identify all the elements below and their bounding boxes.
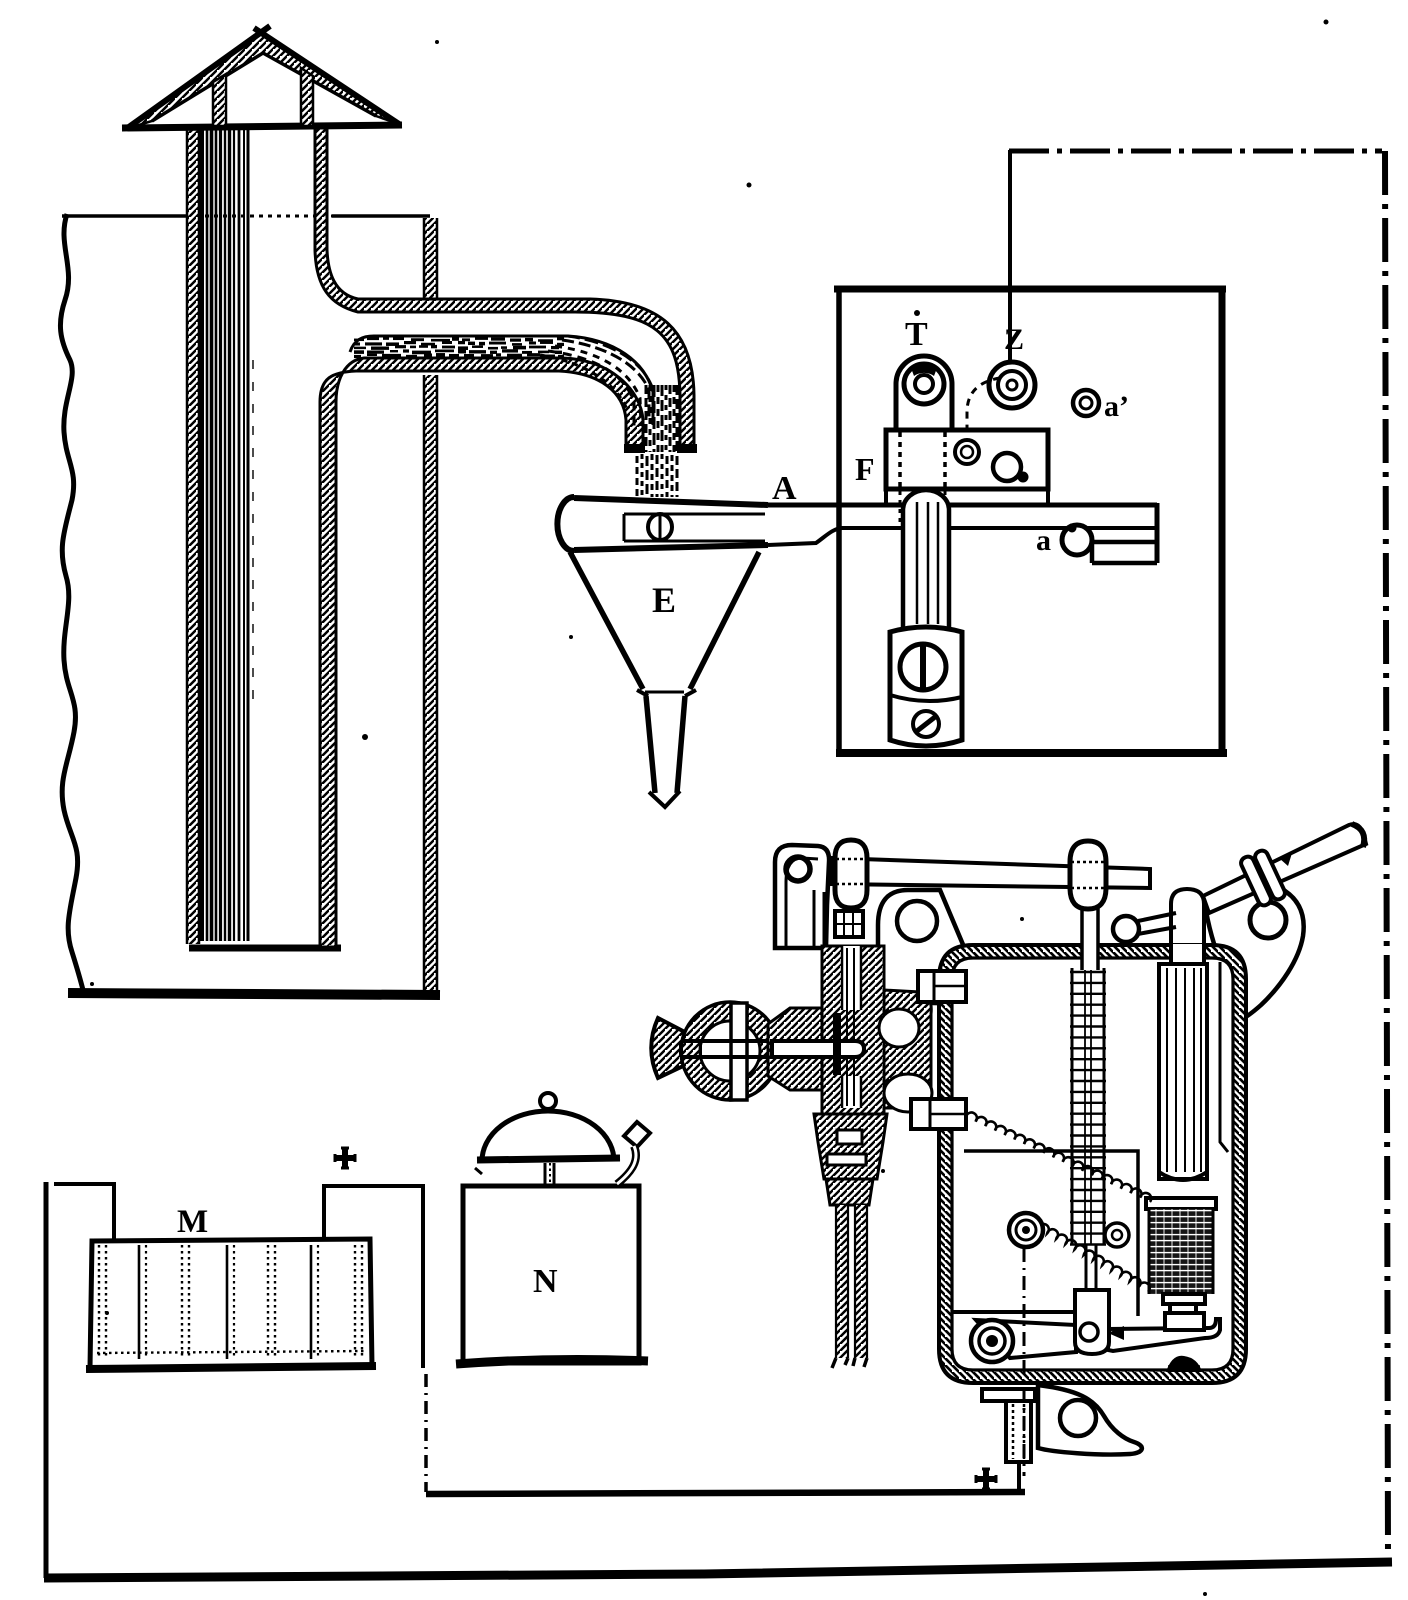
svg-text:M: M [177, 1204, 208, 1240]
svg-text:T: T [905, 316, 928, 353]
svg-text:a: a [1036, 524, 1051, 557]
svg-text:A: A [772, 470, 797, 507]
svg-text:N: N [533, 1263, 558, 1300]
svg-text:a’: a’ [1104, 390, 1129, 423]
svg-text:E: E [652, 580, 676, 620]
svg-text:Z: Z [1004, 323, 1024, 356]
svg-text:F: F [855, 451, 875, 487]
